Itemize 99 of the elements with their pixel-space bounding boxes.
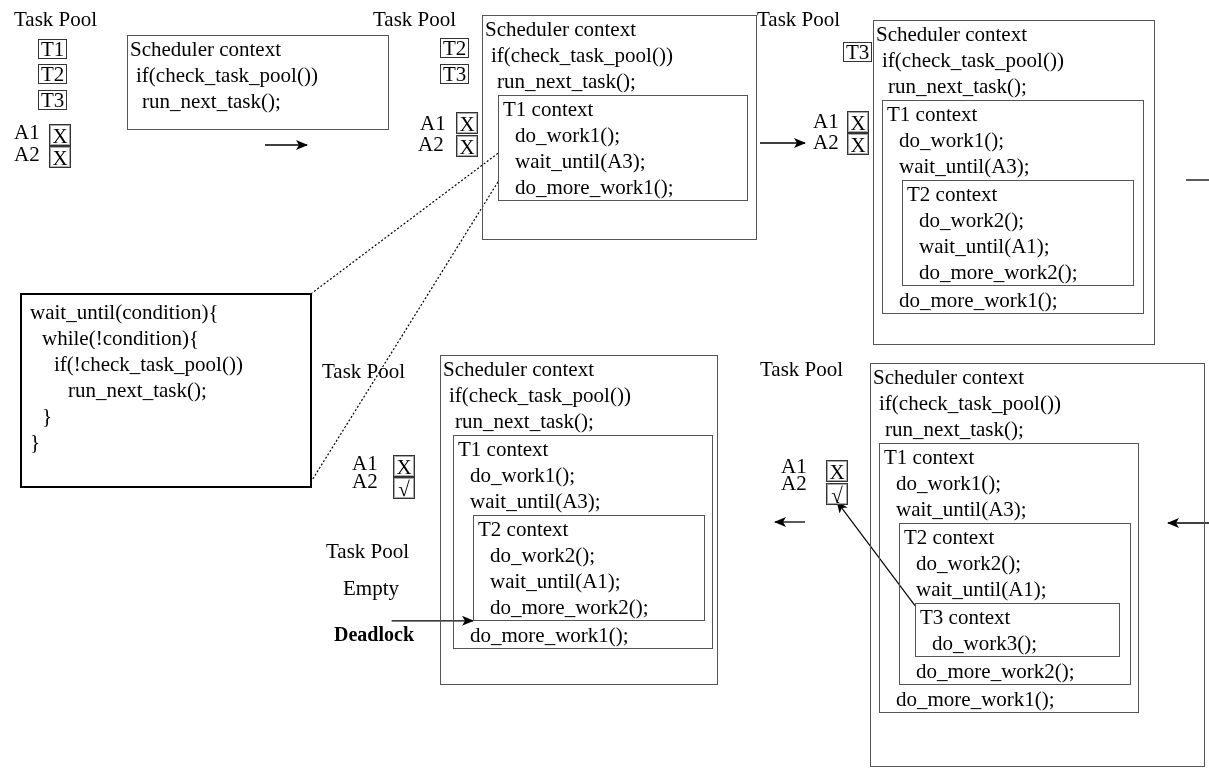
context-title: Scheduler context: [484, 16, 637, 42]
context-title: T3 context: [919, 604, 1011, 630]
code-line: do_work2();: [918, 207, 1024, 233]
code-line: do_work2();: [915, 550, 1021, 576]
code-line: wait_until(A3);: [898, 153, 1030, 179]
task-context-box: [915, 603, 1120, 657]
code-line: do_more_work2();: [489, 594, 649, 620]
code-line: do_work1();: [514, 122, 620, 148]
context-title: Scheduler context: [129, 36, 282, 62]
code-line: if(check_task_pool()): [490, 42, 673, 68]
code-line: do_work1();: [898, 127, 1004, 153]
code-line: run_next_task();: [496, 68, 636, 94]
context-title: Scheduler context: [875, 21, 1028, 47]
status-flag: X: [393, 455, 415, 477]
task-context-box: [879, 443, 1139, 713]
code-line: if(!check_task_pool()): [53, 351, 243, 377]
code-line: do_more_work2();: [918, 259, 1078, 285]
task-context-box: [498, 95, 748, 201]
text-label: Task Pool: [760, 358, 844, 380]
task-context-box: [899, 523, 1131, 685]
code-line: do_more_work1();: [514, 174, 674, 200]
scheduler-context-box: [873, 20, 1155, 345]
status-flag: √: [393, 477, 415, 499]
code-line: do_more_work1();: [898, 287, 1058, 313]
status-flag: X: [847, 111, 869, 133]
task-token: T3: [38, 90, 68, 110]
context-title: T2 context: [903, 524, 995, 550]
code-line: if(check_task_pool()): [135, 62, 318, 88]
text-label: A1: [420, 112, 446, 134]
code-line: }: [29, 429, 41, 455]
text-label: A1: [813, 110, 839, 132]
dotted-leader-line: [311, 181, 499, 481]
task-context-box: [902, 180, 1134, 286]
text-label: Task Pool: [322, 360, 406, 382]
scheduler-context-box: [482, 15, 757, 240]
context-title: T1 context: [886, 101, 978, 127]
code-line: run_next_task();: [141, 88, 281, 114]
text-label: A2: [14, 143, 40, 165]
code-line: while(!condition){: [41, 325, 200, 351]
task-token: T3: [440, 64, 470, 84]
task-token: T2: [440, 38, 470, 58]
context-title: T1 context: [457, 436, 549, 462]
code-line: wait_until(A3);: [514, 148, 646, 174]
code-line: run_next_task();: [454, 408, 594, 434]
text-label: Empty: [343, 577, 399, 599]
context-title: Scheduler context: [442, 356, 595, 382]
text-label: Task Pool: [14, 8, 98, 30]
scheduler-context-box: [870, 363, 1205, 767]
code-line: do_more_work1();: [469, 622, 629, 648]
context-title: Scheduler context: [872, 364, 1025, 390]
code-line: do_work1();: [895, 470, 1001, 496]
context-title: T2 context: [477, 516, 569, 542]
scheduler-context-box: [127, 35, 389, 130]
code-line: run_next_task();: [887, 73, 1027, 99]
code-line: wait_until(A3);: [469, 488, 601, 514]
task-context-box: [882, 100, 1144, 314]
code-line: wait_until(A1);: [915, 576, 1047, 602]
status-flag: X: [826, 460, 848, 482]
code-line: wait_until(condition){: [29, 299, 219, 325]
context-title: T2 context: [906, 181, 998, 207]
deadlock-label: Deadlock: [334, 622, 414, 646]
code-line: if(check_task_pool()): [878, 390, 1061, 416]
task-token: T3: [843, 42, 873, 62]
code-line: wait_until(A1);: [489, 568, 621, 594]
code-line: run_next_task();: [67, 377, 207, 403]
task-token: T1: [38, 39, 68, 59]
code-line: if(check_task_pool()): [881, 47, 1064, 73]
task-context-box: [473, 515, 705, 621]
code-line: wait_until(A3);: [895, 496, 1027, 522]
status-flag: X: [847, 133, 869, 155]
status-flag: √: [826, 483, 848, 505]
code-line: run_next_task();: [884, 416, 1024, 442]
status-flag: X: [49, 124, 71, 146]
dotted-leader-line: [311, 152, 499, 294]
arrow: [836, 500, 916, 607]
code-line: do_work1();: [469, 462, 575, 488]
task-context-box: [453, 435, 713, 649]
text-label: Task Pool: [326, 540, 410, 562]
context-title: T1 context: [883, 444, 975, 470]
code-box: [20, 293, 312, 488]
task-token: T2: [38, 64, 68, 84]
arrow: [391, 615, 474, 626]
status-flag: X: [456, 112, 478, 134]
code-line: do_more_work1();: [895, 686, 1055, 712]
code-line: }: [41, 403, 53, 429]
scheduler-context-box: [440, 355, 718, 685]
text-label: Task Pool: [757, 8, 841, 30]
code-line: wait_until(A1);: [918, 233, 1050, 259]
text-label: A1: [14, 121, 40, 143]
code-line: do_more_work2();: [915, 658, 1075, 684]
code-line: if(check_task_pool()): [448, 382, 631, 408]
text-label: A2: [813, 131, 839, 153]
context-title: T1 context: [502, 96, 594, 122]
code-line: do_work2();: [489, 542, 595, 568]
status-flag: X: [456, 135, 478, 157]
status-flag: X: [49, 146, 71, 168]
code-line: do_work3();: [931, 630, 1037, 656]
text-label: A2: [418, 133, 444, 155]
text-label: Task Pool: [373, 8, 457, 30]
